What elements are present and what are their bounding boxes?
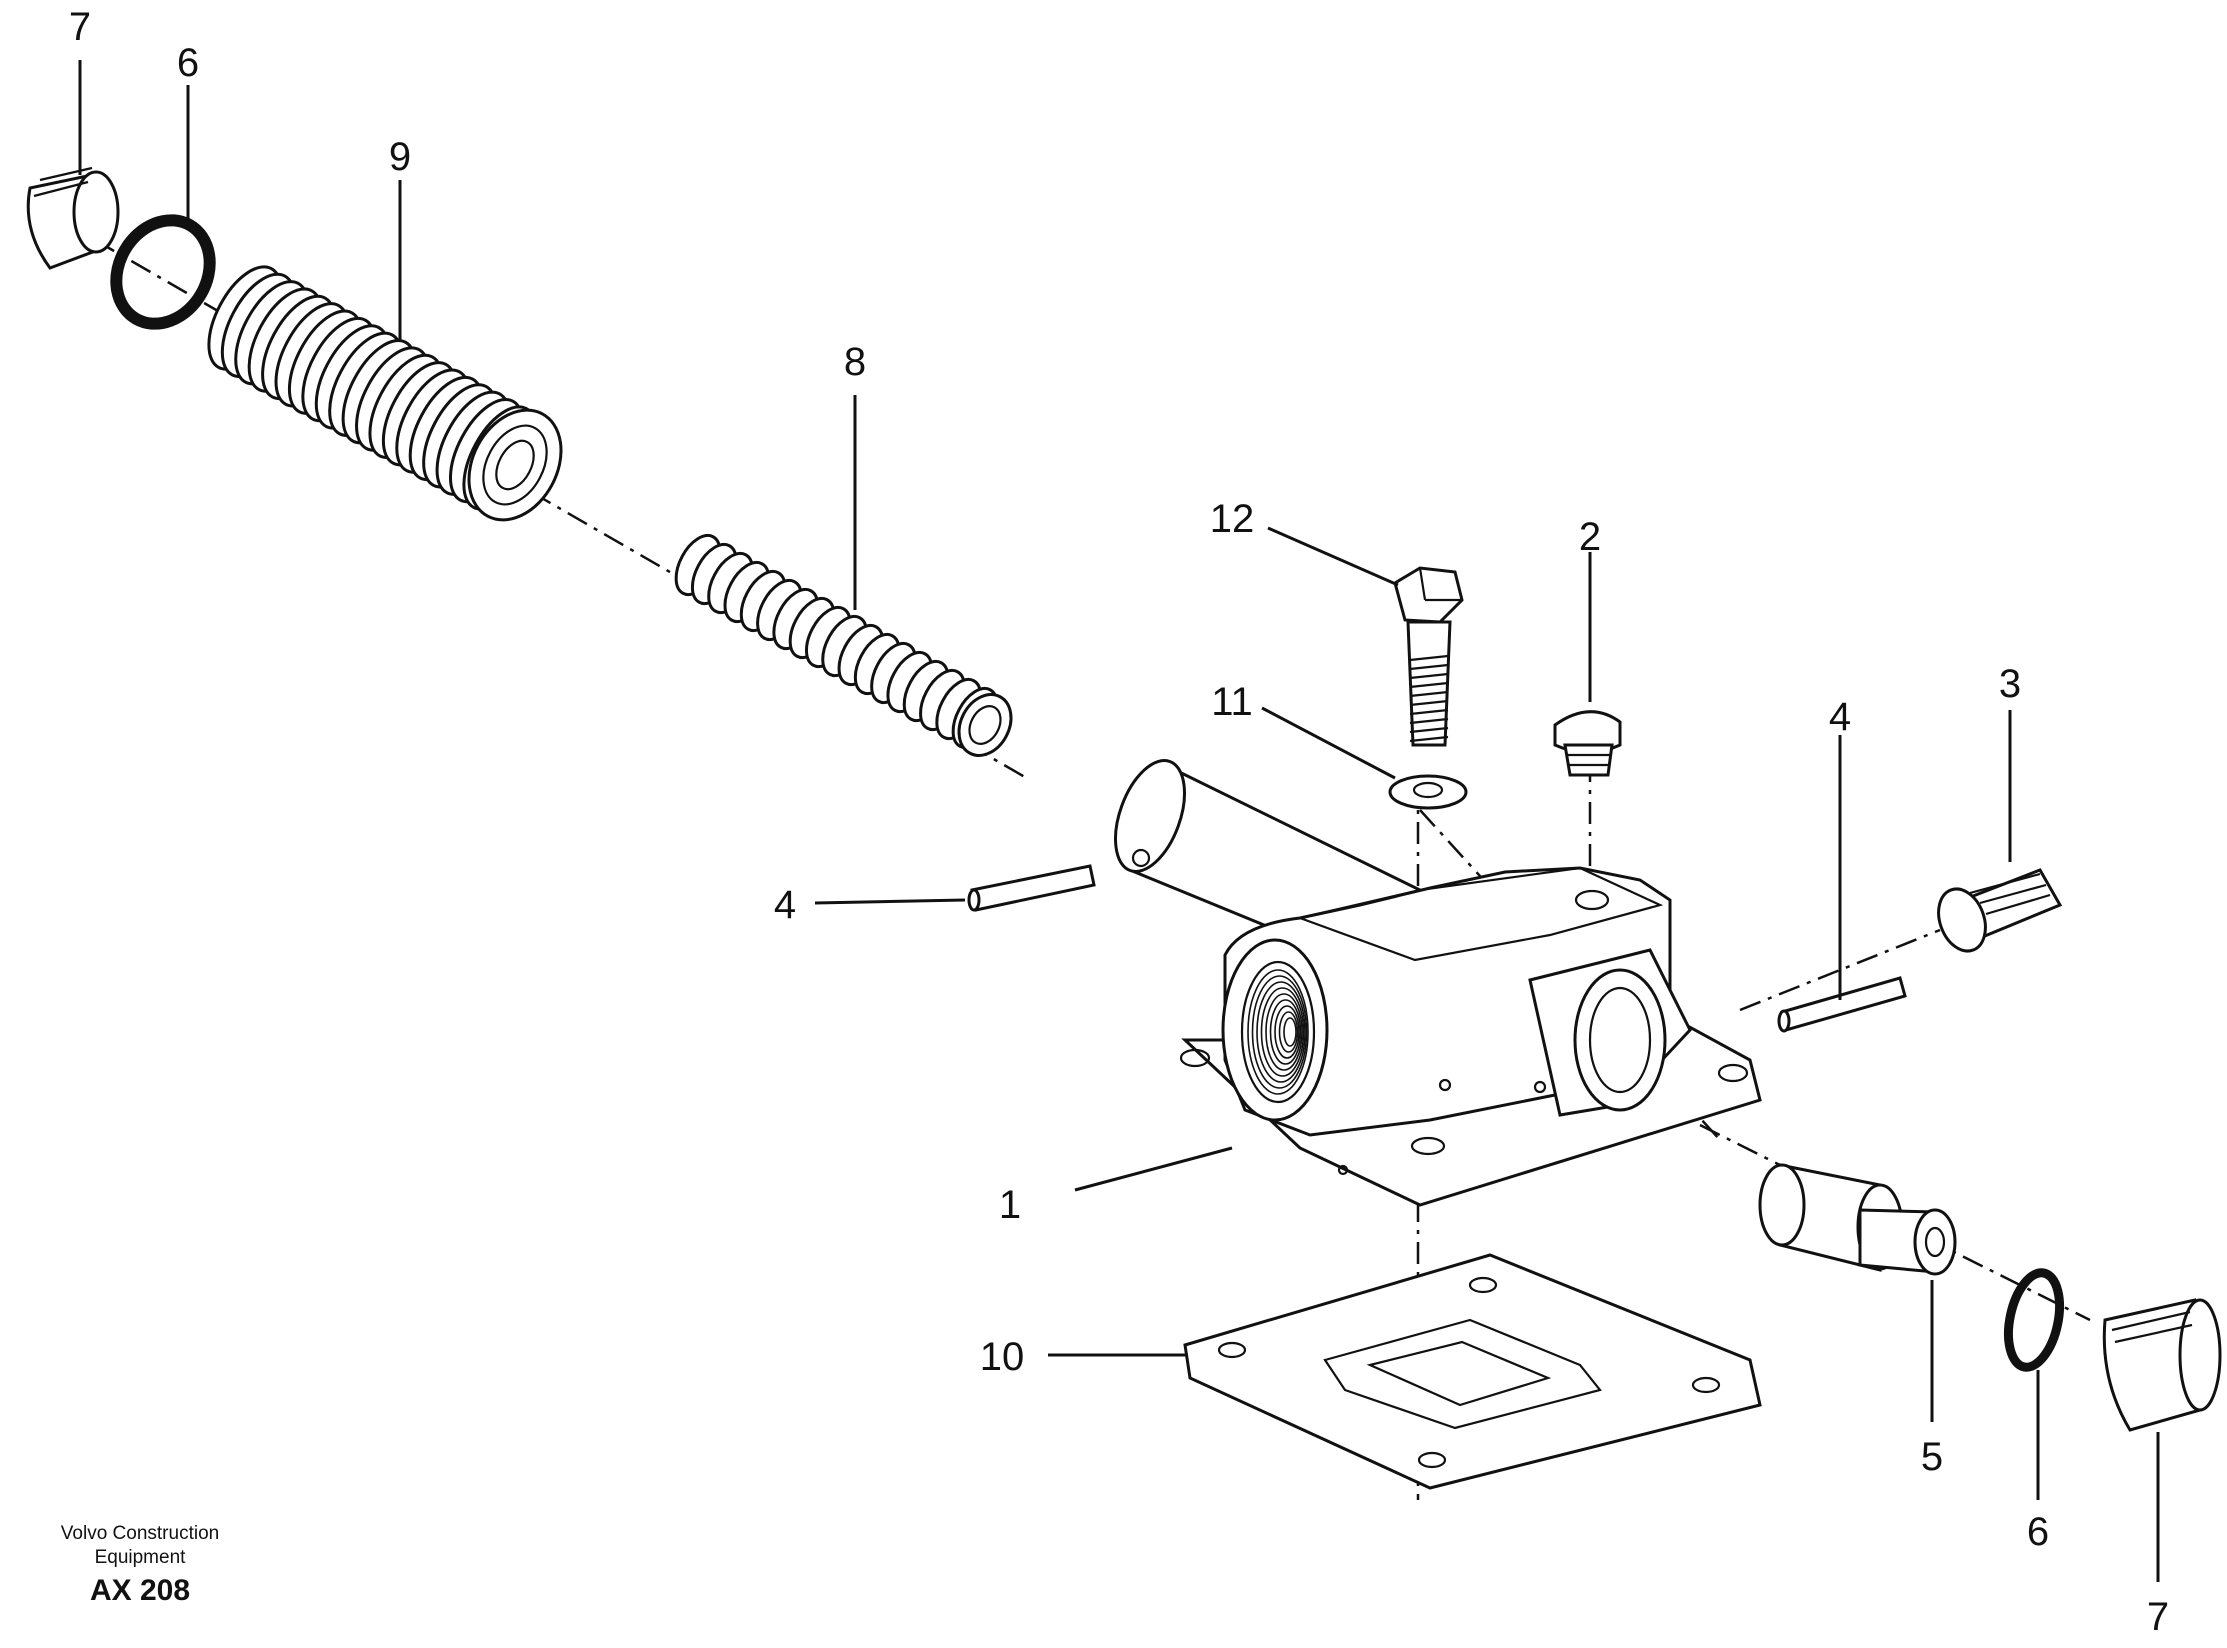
part-7-cap-right xyxy=(2102,1298,2222,1432)
callout-5: 5 xyxy=(1921,1435,1943,1479)
company-name-line1: Volvo Construction xyxy=(60,1523,220,1544)
callout-12: 12 xyxy=(1210,497,1255,541)
callout-3: 3 xyxy=(1999,662,2021,706)
company-name-line2: Equipment xyxy=(94,1547,186,1568)
part-4-pin-right xyxy=(1777,976,1907,1033)
part-6-seal-ring-right xyxy=(2003,1268,2065,1372)
part-10-gasket xyxy=(1183,1253,1762,1490)
callout-2: 2 xyxy=(1579,515,1601,559)
callout-labels: 7 6 9 8 12 2 11 4 3 4 1 10 5 6 7 xyxy=(69,5,2169,1639)
callout-4-right: 4 xyxy=(1829,695,1851,739)
part-5-valve-assembly xyxy=(1758,1163,1957,1276)
part-11-washer xyxy=(1388,774,1468,810)
callout-6-top: 6 xyxy=(177,41,199,85)
part-4-pin-left xyxy=(967,864,1096,912)
callout-9: 9 xyxy=(389,135,411,179)
callout-4-left: 4 xyxy=(774,883,796,927)
callout-7-top: 7 xyxy=(69,5,91,49)
figure-code: AX 208 xyxy=(89,1574,191,1607)
callout-8: 8 xyxy=(844,340,866,384)
part-8-small-spring xyxy=(674,534,1013,757)
callout-10: 10 xyxy=(980,1335,1025,1379)
part-2-plug xyxy=(1553,710,1622,777)
callout-7-bottom: 7 xyxy=(2147,1595,2169,1639)
part-9-large-spring xyxy=(207,265,563,522)
leader-lines xyxy=(78,60,2160,1582)
footer-caption: Volvo Construction Equipment AX 208 xyxy=(30,1522,250,1608)
part-7-cap-left xyxy=(26,166,120,270)
part-1-valve-housing xyxy=(1179,866,1762,1207)
callout-6-bottom: 6 xyxy=(2027,1510,2049,1554)
part-12-bolt xyxy=(1393,566,1464,747)
callout-1: 1 xyxy=(999,1183,1021,1227)
part-3-plug-right xyxy=(1937,868,2063,953)
part-6-seal-ring-left xyxy=(110,214,216,330)
callout-11: 11 xyxy=(1211,680,1253,724)
